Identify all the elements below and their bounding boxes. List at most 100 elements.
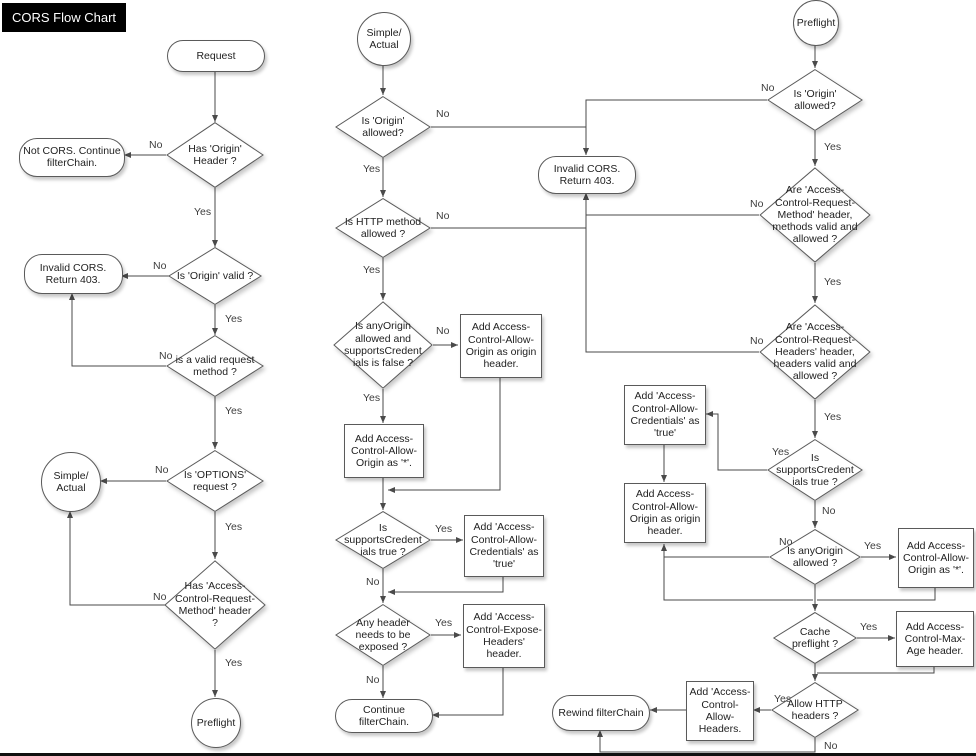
- node-label: Add 'Access- Control- Allow- Headers.: [689, 686, 751, 736]
- flow-edge: [583, 99, 767, 155]
- diamond-shape: [335, 511, 431, 569]
- node-label: Simple/ Actual: [53, 469, 89, 494]
- diamond-shape: [769, 529, 861, 585]
- node-rewind-filterchain: Rewind filterChain: [552, 695, 650, 731]
- edge-label-no: No: [436, 325, 450, 337]
- edge-label-yes: Yes: [772, 446, 790, 458]
- edge-label-no: No: [436, 210, 450, 222]
- node-add-origin-header-right: Add Access- Control-Allow- Origin as ori…: [624, 483, 706, 543]
- node-add-allow-headers: Add 'Access- Control- Allow- Headers.: [686, 681, 754, 741]
- node-has-origin-header: Has 'Origin' Header ?: [166, 122, 264, 188]
- edge-label-yes: Yes: [774, 693, 792, 705]
- edge-label-yes: Yes: [435, 617, 453, 629]
- node-are-acrm-valid: Are 'Access- Control-Request- Method' he…: [759, 167, 871, 263]
- node-label: Add 'Access- Control-Allow- Credentials'…: [630, 390, 700, 440]
- flow-edge: [583, 193, 759, 216]
- node-label: Add Access- Control-Allow- Origin as '*'…: [351, 432, 417, 470]
- node-label: Add 'Access- Control-Allow- Credentials'…: [469, 521, 539, 571]
- node-simple-actual-mid: Simple/ Actual: [357, 12, 411, 66]
- node-cache-preflight: Cache preflight ?: [773, 612, 857, 664]
- node-has-acrm-header: Has 'Access- Control-Request- Method' he…: [164, 560, 266, 650]
- diamond-shape: [164, 560, 266, 650]
- flow-edge: [817, 665, 935, 674]
- edge-label-no: No: [750, 198, 764, 210]
- node-label: Add Access- Control-Allow- Origin as '*'…: [903, 539, 969, 577]
- edge-label-yes: Yes: [824, 141, 842, 153]
- diamond-shape: [335, 96, 431, 158]
- diamond-shape: [773, 612, 857, 664]
- edge-label-yes: Yes: [363, 392, 381, 404]
- flow-edge: [388, 376, 501, 493]
- node-label: is a valid request method ?: [175, 353, 255, 378]
- diamond-shape: [166, 335, 264, 397]
- chart-title: CORS Flow Chart: [2, 3, 127, 32]
- node-label: Invalid CORS. Return 403.: [553, 162, 621, 187]
- node-request: Request: [167, 40, 265, 72]
- node-is-options-request: Is 'OPTIONS' request ?: [166, 450, 264, 512]
- flow-edge: [583, 193, 759, 353]
- node-is-valid-request-method: is a valid request method ?: [166, 335, 264, 397]
- node-is-supports-credentials-right: Is supportsCredent ials true ?: [767, 439, 863, 501]
- node-label: Add Access- Control-Allow- Origin as ori…: [629, 488, 701, 538]
- node-label: Are 'Access- Control-Request- Headers' h…: [773, 321, 857, 383]
- node-label: Any header needs to be exposed ?: [355, 616, 411, 654]
- edge-label-no: No: [153, 591, 167, 603]
- node-label: Are 'Access- Control-Request- Method' he…: [772, 184, 858, 246]
- flow-edge: [431, 193, 589, 229]
- edge-label-no: No: [153, 260, 167, 272]
- edge-label-no: No: [366, 674, 380, 686]
- node-is-origin-valid: Is 'Origin' valid ?: [168, 247, 262, 305]
- node-add-expose-headers: Add 'Access- Control-Expose- Headers' he…: [463, 604, 545, 668]
- diamond-shape: [166, 122, 264, 188]
- node-label: Allow HTTP headers ?: [787, 697, 843, 722]
- flow-edge: [817, 586, 936, 601]
- edge-label-no: No: [750, 335, 764, 347]
- node-is-supports-credentials-mid: Is supportsCredent ials true ?: [335, 511, 431, 569]
- edge-label-no: No: [366, 576, 380, 588]
- diamond-shape: [767, 439, 863, 501]
- flow-edge: [597, 730, 816, 753]
- node-label: Has 'Origin' Header ?: [188, 142, 242, 167]
- edge-label-no: No: [155, 464, 169, 476]
- node-label: Invalid CORS. Return 403.: [39, 261, 107, 286]
- edge-label-no: No: [149, 139, 163, 151]
- flow-edge: [431, 126, 589, 155]
- flow-edge: [432, 666, 504, 718]
- edge-label-yes: Yes: [363, 264, 381, 276]
- edge-label-no: No: [761, 82, 775, 94]
- node-label: Continue filterChain.: [358, 703, 410, 728]
- node-label: Is 'Origin' valid ?: [176, 269, 254, 282]
- node-invalid-cors-mid: Invalid CORS. Return 403.: [538, 156, 636, 194]
- node-add-origin-star-right: Add Access- Control-Allow- Origin as '*'…: [898, 528, 974, 588]
- flow-edge: [663, 557, 813, 601]
- flow-edge: [706, 411, 767, 471]
- node-label: Simple/ Actual: [366, 26, 402, 51]
- node-add-allow-credentials-mid: Add 'Access- Control-Allow- Credentials'…: [464, 515, 544, 577]
- flow-edges: [67, 44, 936, 753]
- node-are-acrh-valid: Are 'Access- Control-Request- Headers' h…: [759, 304, 871, 400]
- node-any-header-exposed: Any header needs to be exposed ?: [335, 604, 431, 666]
- edge-label-yes: Yes: [435, 523, 453, 535]
- flow-edge: [661, 544, 769, 558]
- edge-label-yes: Yes: [225, 313, 243, 325]
- node-label: Cache preflight ?: [791, 625, 839, 650]
- edge-label-no: No: [822, 505, 836, 517]
- edge-label-no: No: [779, 536, 793, 548]
- node-preflight-left: Preflight: [191, 698, 241, 748]
- diamond-shape: [335, 604, 431, 666]
- edge-label-yes: Yes: [860, 621, 878, 633]
- node-invalid-cors-left: Invalid CORS. Return 403.: [23, 254, 123, 294]
- node-label: Is supportsCredent ials true ?: [776, 451, 854, 489]
- node-label: Has 'Access- Control-Request- Method' he…: [175, 580, 255, 630]
- edge-label-yes: Yes: [824, 411, 842, 423]
- node-is-anyorigin-and-credentials-false: Is anyOrigin allowed and supportsCredent…: [333, 301, 433, 389]
- node-label: Is 'Origin' allowed?: [793, 87, 837, 112]
- node-not-cors: Not CORS. Continue filterChain.: [19, 137, 125, 177]
- edge-label-yes: Yes: [824, 276, 842, 288]
- edge-label-yes: Yes: [864, 540, 882, 552]
- node-label: Is 'Origin' allowed?: [361, 114, 405, 139]
- node-label: Is HTTP method allowed ?: [344, 215, 422, 240]
- node-label: Preflight: [196, 716, 236, 729]
- node-label: Not CORS. Continue filterChain.: [23, 144, 121, 169]
- window-bottom-edge: [0, 753, 976, 756]
